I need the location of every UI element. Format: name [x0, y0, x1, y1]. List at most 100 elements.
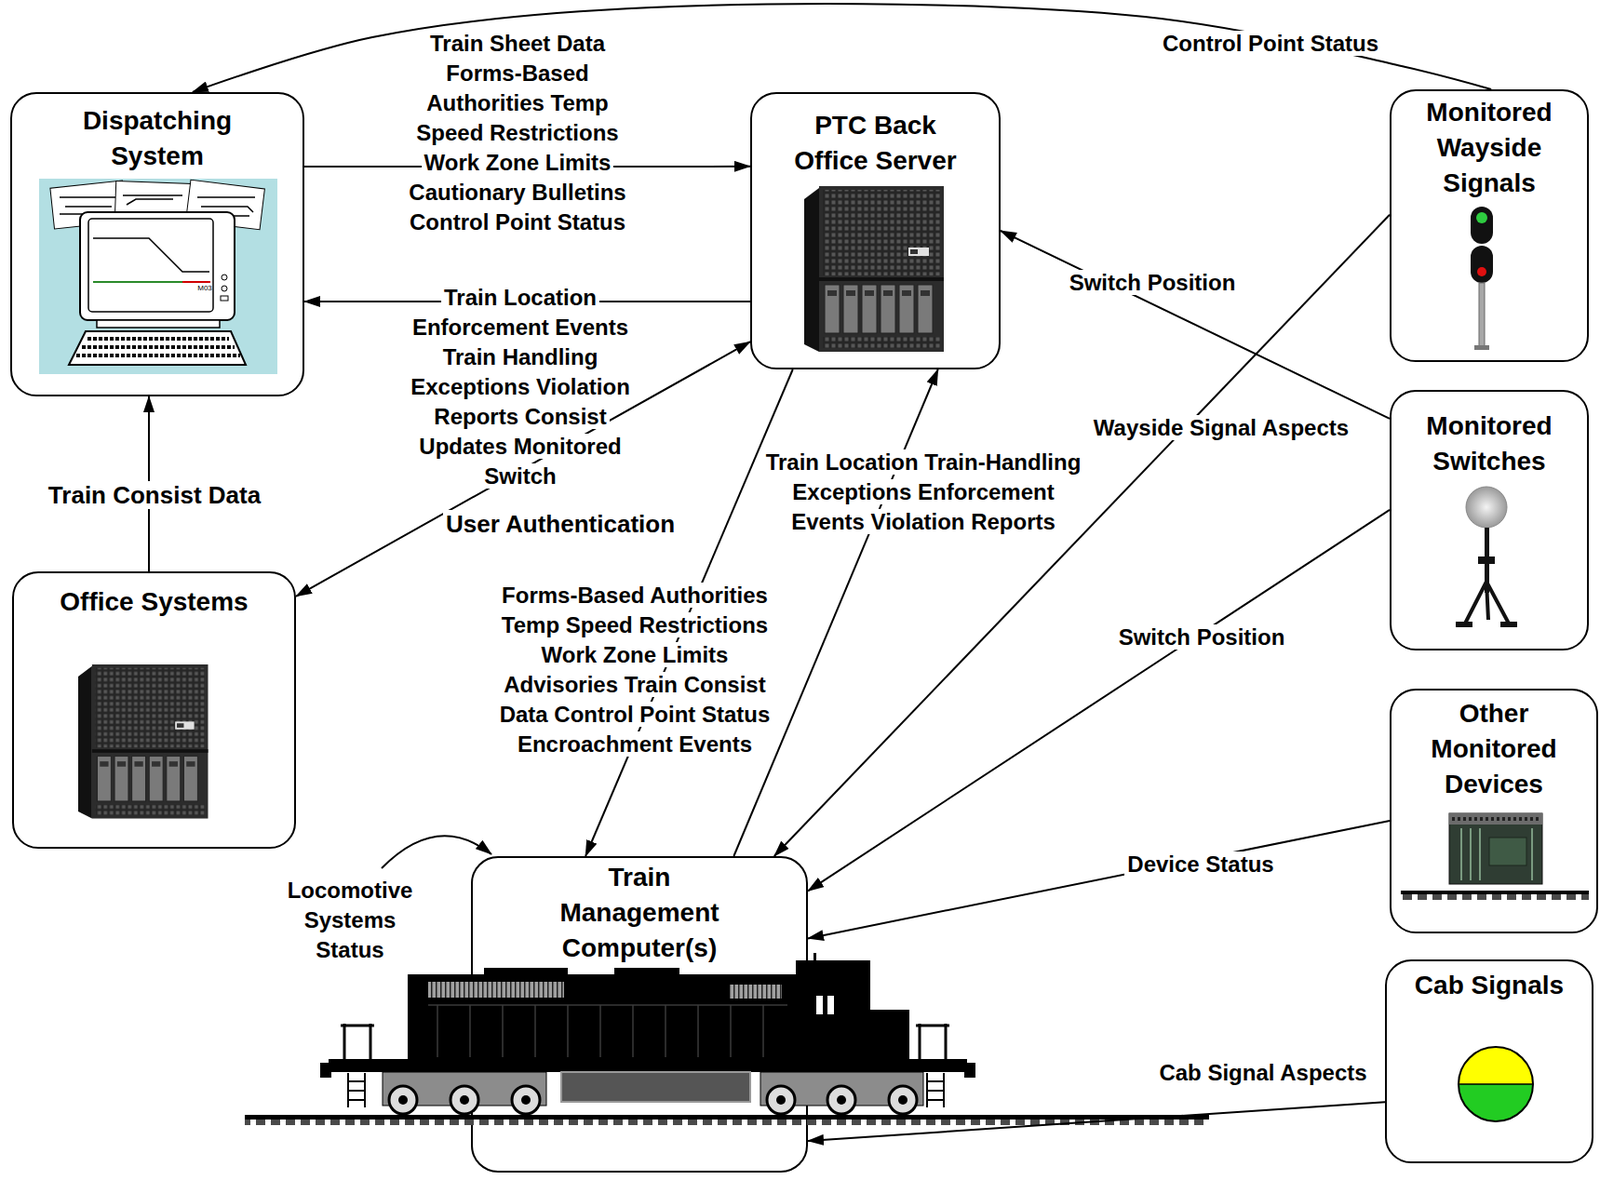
edge-label: Switch Position: [1115, 624, 1289, 650]
edge-label-box: Train Sheet Data Forms-Based Authorities…: [391, 28, 644, 238]
locomotive-illustration: [561, 1072, 751, 1103]
wayside-signal-illustration: [1478, 282, 1485, 347]
edge-label: Switch Position: [1066, 269, 1239, 296]
edge-label-box: Control Point Status: [1121, 28, 1420, 59]
locomotive-illustration: [766, 1086, 795, 1115]
switch-stand-illustration: [1455, 621, 1473, 628]
connector: [304, 300, 751, 303]
locomotive-illustration: [836, 1095, 847, 1105]
locomotive-illustration: [328, 1059, 968, 1073]
dispatch-terminal-illustration: [80, 212, 235, 321]
edge-label-box: Wayside Signal Aspects: [1072, 413, 1371, 444]
device-box: Monitored Wayside Signals: [1389, 89, 1589, 363]
locomotive-illustration: [450, 1086, 479, 1115]
switch-stand-illustration: [1500, 621, 1518, 628]
switch-stand-illustration: [1455, 486, 1518, 628]
connector: [1000, 230, 1390, 419]
locomotive-illustration: [888, 1086, 917, 1115]
callout-label: Locomotive Systems Status: [284, 877, 417, 963]
cab-signal-illustration: [1458, 1047, 1533, 1085]
connector: [147, 396, 150, 572]
cab-signal-illustration: [1458, 1047, 1533, 1122]
device-module-illustration: [1449, 813, 1543, 825]
wayside-signal-illustration: [1474, 345, 1490, 350]
locomotive-illustration: [428, 981, 565, 998]
connector: [192, 3, 1492, 93]
dispatch-terminal-illustration: [68, 331, 246, 365]
dispatch-terminal-illustration: [221, 285, 228, 292]
locomotive-illustration: [898, 1095, 908, 1105]
connector: [807, 1102, 1385, 1142]
locomotive-illustration: [459, 1095, 470, 1105]
device-module-illustration: [1400, 890, 1589, 895]
wayside-signal-illustration: [1470, 206, 1493, 244]
edge-label: Train Sheet Data Forms-Based Authorities…: [405, 30, 629, 235]
locomotive-illustration: [795, 960, 871, 1062]
connector: [774, 215, 1390, 857]
cab-signal-illustration: [1458, 1047, 1533, 1122]
connector: [807, 820, 1390, 939]
locomotive-illustration: [827, 995, 834, 1015]
node-title: Monitored Switches: [1400, 408, 1578, 480]
dispatch-terminal-illustration: [182, 281, 211, 283]
edge-label: Wayside Signal Aspects: [1090, 415, 1352, 441]
locomotive-illustration: [521, 1095, 531, 1105]
wayside-signal-illustration: [1470, 245, 1493, 283]
node-title: Cab Signals: [1396, 968, 1583, 1004]
screen-text-box: M03: [186, 283, 224, 294]
dispatch-terminal-illustration: [39, 178, 278, 375]
dispatch-terminal-illustration: [39, 178, 278, 375]
node-title: Office Systems: [24, 584, 285, 620]
server-box: PTC Back Office Server: [750, 92, 1001, 370]
dispatch-terminal-illustration: [220, 295, 229, 301]
edge-label-box: Switch Position: [1049, 268, 1255, 298]
locomotive-illustration: [816, 995, 823, 1015]
switch-stand-illustration: [1465, 581, 1509, 624]
self-loop-arrow: [381, 835, 492, 869]
connector: [733, 369, 938, 857]
dispatch-terminal-illustration: [93, 238, 210, 272]
connector: [304, 165, 751, 168]
dispatch-terminal-illustration: [122, 195, 183, 213]
edge-label-box: Train Location Enforcement Events Train …: [394, 282, 646, 492]
edge-label-box: User Authentication: [406, 509, 714, 539]
switch-stand-illustration: [1465, 486, 1507, 528]
device-module-illustration: [1449, 813, 1543, 885]
connector: [807, 510, 1390, 892]
edge-label: Device Status: [1124, 851, 1277, 877]
switch-stand-illustration: [1478, 556, 1495, 565]
edge-label: User Authentication: [443, 510, 678, 538]
locomotive-illustration: [398, 1095, 408, 1105]
edge-label-box: Train Consist Data: [5, 480, 304, 511]
locomotive-illustration: [407, 974, 804, 1062]
node-title: Dispatching System: [50, 103, 265, 175]
dispatch-terminal-illustration: [221, 274, 228, 281]
connector: [585, 369, 794, 857]
locomotive-illustration: [398, 1095, 908, 1105]
wayside-signal-illustration: [1470, 206, 1493, 350]
edge-label: Train Consist Data: [45, 481, 264, 510]
locomotive-illustration: [484, 968, 568, 976]
cab-signal-illustration: [1458, 1084, 1533, 1122]
callout-label-box: Locomotive Systems Status: [275, 875, 425, 966]
edge-label: Forms-Based Authorities Temp Speed Restr…: [497, 582, 774, 757]
dispatch-terminal-illustration: [76, 338, 241, 356]
node-title: PTC Back Office Server: [778, 107, 974, 179]
locomotive-illustration: [964, 1062, 976, 1078]
device-module-illustration: [1489, 837, 1527, 866]
edge-label-box: Switch Position: [1099, 622, 1305, 653]
device-module-illustration: [1452, 817, 1540, 821]
locomotive-illustration: [813, 953, 817, 962]
locomotive-illustration: [389, 1086, 917, 1115]
edge-label: Train Location Enforcement Events Train …: [407, 284, 633, 489]
locomotive-illustration: [868, 1009, 910, 1062]
cab-signal-illustration: [1458, 1083, 1533, 1086]
edge-label: Cab Signal Aspects: [1156, 1060, 1370, 1086]
locomotive-illustration: [389, 1086, 417, 1115]
dispatch-terminal-illustration: [93, 281, 183, 283]
screen-text: M03: [197, 283, 213, 293]
edge-label-box: Cab Signal Aspects: [1146, 1058, 1380, 1089]
locomotive-illustration: [511, 1086, 540, 1115]
locomotive-illustration: [729, 984, 782, 999]
